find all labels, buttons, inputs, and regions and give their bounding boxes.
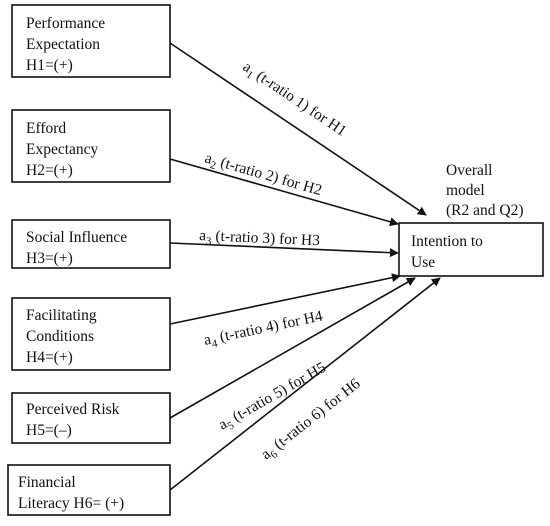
box-financial-literacy: [7, 464, 171, 516]
effort-expectancy-line-1: Efford: [26, 120, 66, 137]
overall-model-line-1: Overall: [446, 162, 492, 179]
arrow-h6: [169, 277, 441, 491]
path-label-h1-sub: 1: [244, 69, 255, 82]
path-arrows: [169, 42, 441, 491]
arrow-h2: [169, 158, 399, 227]
path-label-h3-rest: (t-ratio 3) for H3: [211, 228, 320, 250]
box-perceived-risk: [11, 392, 171, 444]
box-effort-expectancy: [11, 109, 171, 183]
effort-expectancy-line-3: H2=(+): [26, 162, 73, 179]
construct-boxes: Performance Expectation H1=(+) Efford Ex…: [7, 4, 171, 516]
facilitating-conditions-line-1: Facilitating: [26, 307, 97, 324]
path-label-h4-sub: 4: [211, 337, 219, 350]
perceived-risk-line-2: H5=(–): [26, 422, 72, 439]
facilitating-conditions-line-3: H4=(+): [26, 349, 73, 366]
box-facilitating-conditions: [11, 297, 171, 371]
arrow-h3: [169, 242, 399, 258]
box-social-influence: [11, 219, 171, 269]
path-label-h3-coef: a: [199, 227, 207, 244]
box-intention-to-use: [398, 222, 544, 277]
performance-expectation-line-2: Expectation: [26, 36, 100, 53]
box-performance-expectation: [11, 4, 171, 78]
overall-model-line-2: model: [446, 182, 485, 199]
effort-expectancy-line-2: Expectancy: [26, 141, 99, 158]
path-label-h5-sub: 5: [226, 419, 237, 432]
path-label-h2: a2 (t-ratio 2) for H2: [202, 150, 324, 203]
path-label-h3: a3 (t-ratio 3) for H3: [199, 227, 321, 252]
arrow-h4: [169, 273, 401, 325]
path-label-h4-coef: a: [202, 331, 212, 349]
perceived-risk-line-1: Perceived Risk: [26, 401, 120, 418]
financial-literacy-line-1: Financial: [18, 474, 76, 491]
arrow-h1: [169, 42, 427, 216]
path-label-h4-rest: (t-ratio 4) for H4: [214, 308, 324, 347]
performance-expectation-line-3: H1=(+): [26, 57, 73, 74]
overall-model-line-3: (R2 and Q2): [446, 202, 524, 219]
path-label-h3-sub: 3: [206, 235, 213, 247]
path-label-h1-rest: (t-ratio 1) for H1: [250, 65, 350, 140]
social-influence-line-1: Social Influence: [26, 229, 127, 246]
path-label-h2-coef: a: [203, 150, 214, 168]
social-influence-line-2: H3=(+): [26, 250, 73, 267]
intention-to-use-line-1: Intention to: [411, 233, 483, 250]
arrow-h5: [169, 277, 416, 419]
path-label-h2-sub: 2: [209, 159, 218, 172]
performance-expectation-line-1: Performance: [26, 15, 105, 32]
facilitating-conditions-line-2: Conditions: [26, 328, 94, 345]
financial-literacy-line-2: Literacy H6= (+): [18, 495, 124, 512]
intention-to-use-line-2: Use: [411, 254, 435, 271]
